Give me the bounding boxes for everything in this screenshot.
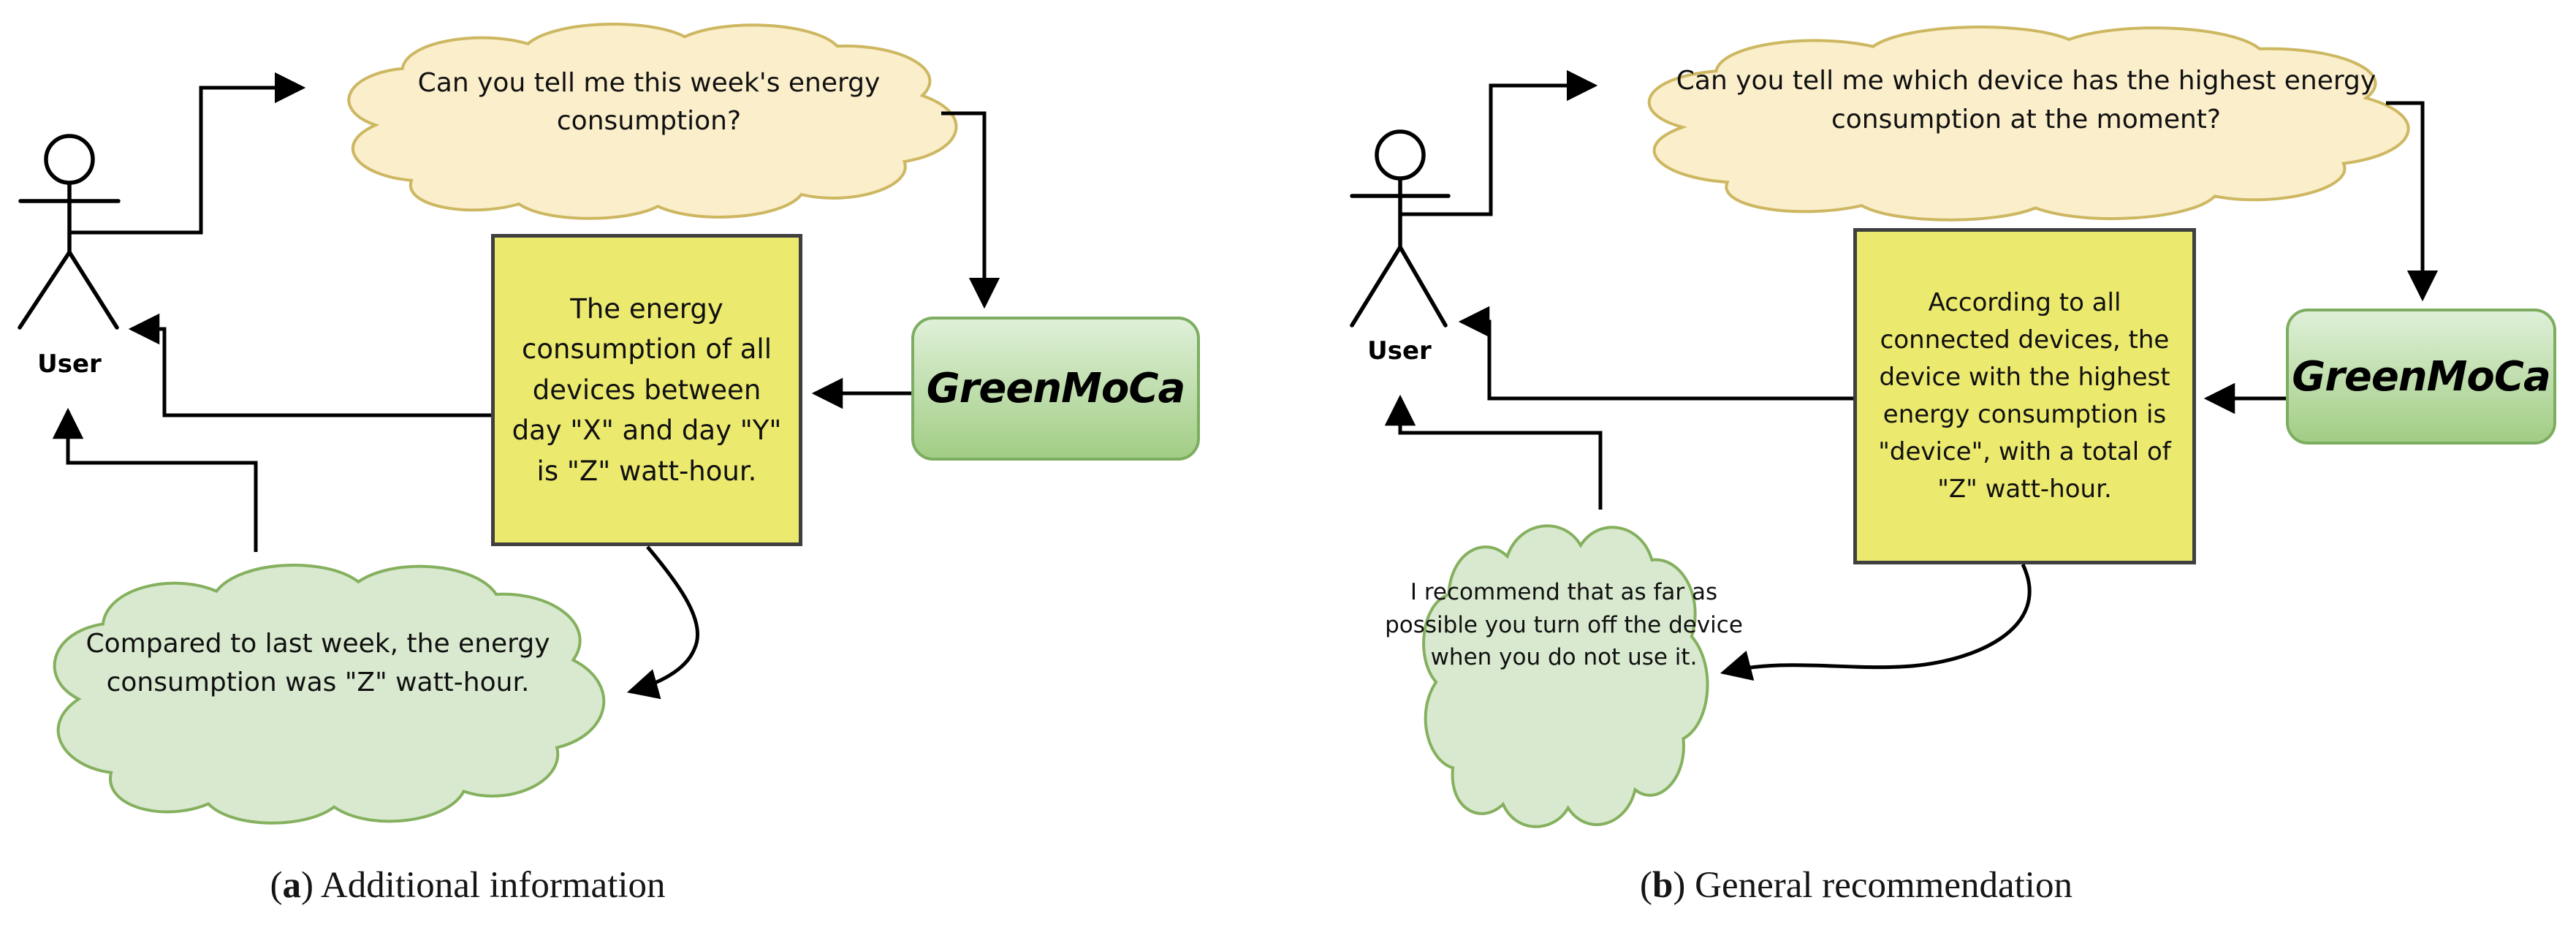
response-box: According to all connected devices, the …: [1853, 228, 2196, 564]
recommendation-cloud-text: I recommend that as far as possible you …: [1385, 578, 1743, 671]
greenmoca-label: GreenMoCa: [2292, 352, 2550, 401]
recommendation-cloud-shape: [22, 551, 630, 832]
user-figure-icon: [1350, 129, 1451, 328]
caption-b: (b) General recommendation: [1527, 864, 2185, 907]
question-cloud-text: Can you tell me this week's energy consu…: [417, 67, 881, 136]
response-box: The energy consumption of all devices be…: [491, 234, 802, 546]
caption-a: (a) Additional information: [139, 864, 797, 907]
caption-a-text: ) Additional information: [300, 865, 666, 906]
greenmoca-box: GreenMoCa: [911, 317, 1200, 461]
user-label: User: [37, 349, 102, 379]
response-box-text: According to all connected devices, the …: [1878, 288, 2171, 504]
greenmoca-box: GreenMoCa: [2286, 309, 2556, 445]
caption-a-letter: a: [282, 865, 301, 906]
recommendation-cloud-text: Compared to last week, the energy consum…: [86, 629, 550, 697]
question-cloud-text: Can you tell me which device has the hig…: [1676, 66, 2376, 135]
user-label: User: [1367, 336, 1432, 366]
recommendation-cloud-shape: [1407, 509, 1721, 837]
caption-a-paren: (: [270, 865, 283, 906]
greenmoca-label: GreenMoCa: [926, 365, 1185, 412]
response-box-text: The energy consumption of all devices be…: [512, 292, 782, 487]
caption-b-text: ) General recommendation: [1673, 865, 2072, 906]
caption-b-paren: (: [1640, 865, 1652, 906]
user-head: [1375, 129, 1426, 181]
caption-b-letter: b: [1652, 865, 1673, 906]
